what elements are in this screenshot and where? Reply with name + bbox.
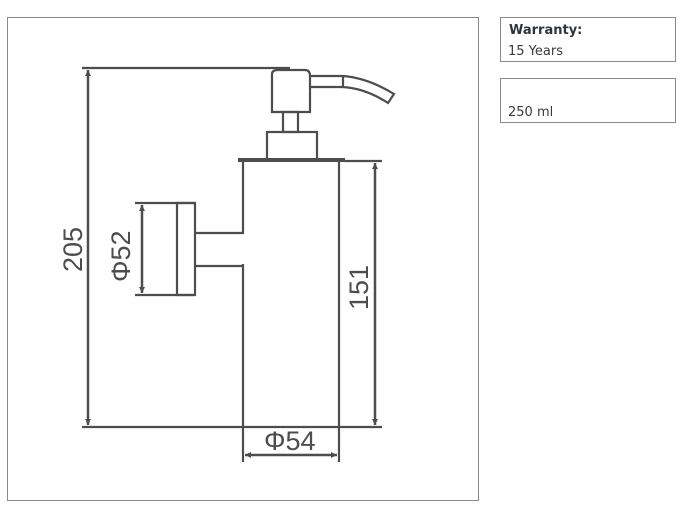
dim-151: 151 [344,265,374,310]
dim-205: 205 [58,227,88,272]
spout [310,74,396,105]
dim-phi52: Φ52 [106,230,136,282]
capacity-value: 250 ml [508,105,554,120]
warranty-box: Warranty: 15 Years [500,17,676,62]
warranty-label: Warranty: [509,23,583,38]
collar [265,130,319,162]
warranty-value: 15 Years [508,44,563,59]
stem [281,110,300,134]
dispenser-body [241,161,341,462]
dim-phi54: Φ54 [264,426,316,456]
mount-arm [195,231,243,268]
pump-head [270,68,312,114]
wall-plate [175,201,197,297]
drawing-frame [7,17,479,501]
capacity-box: 250 ml [500,78,676,123]
